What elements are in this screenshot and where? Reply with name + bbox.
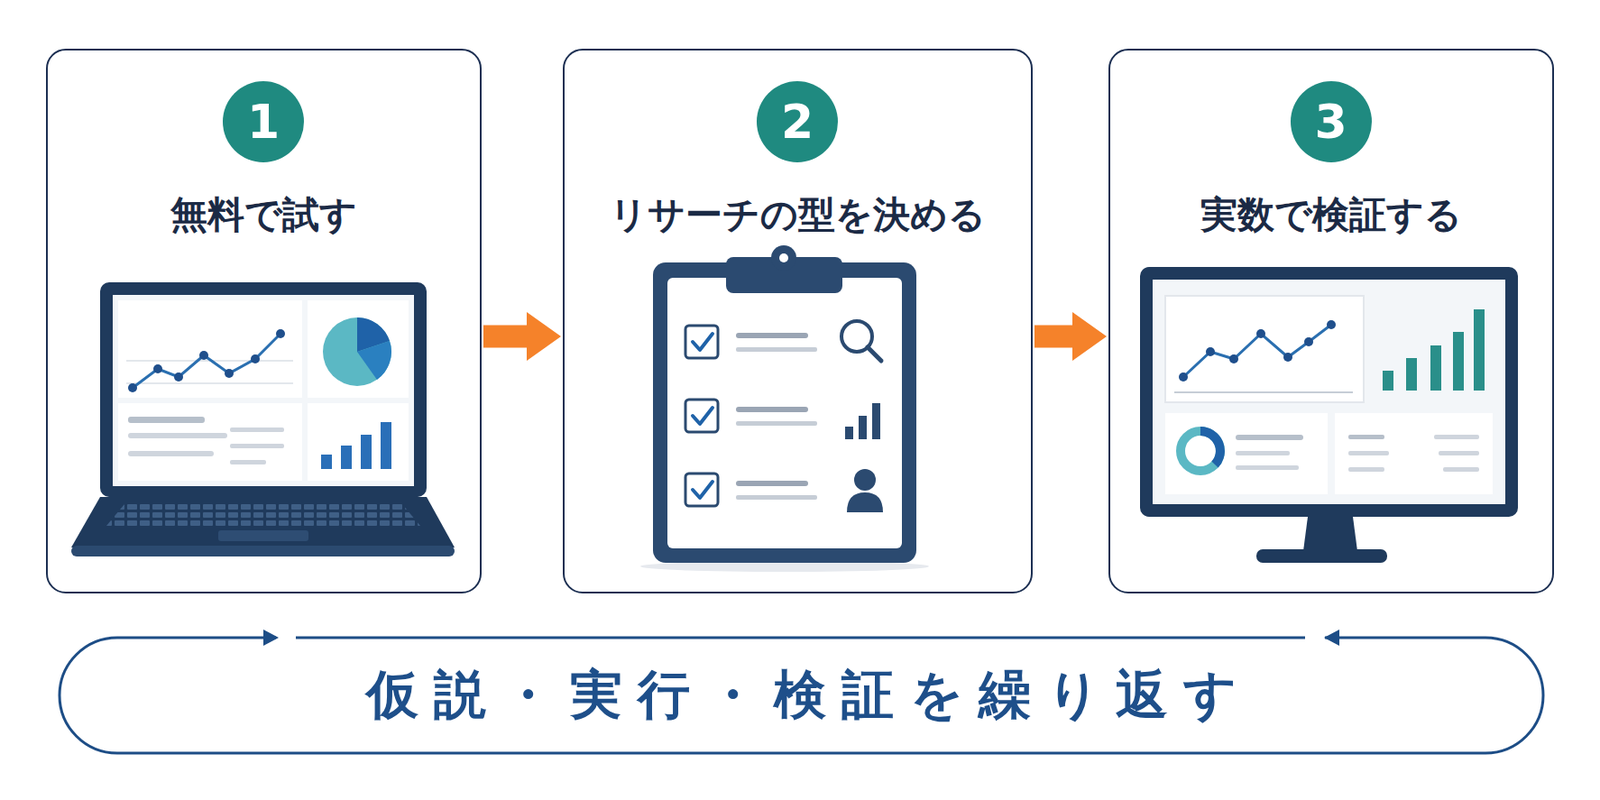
loop-band: 仮説・実行・検証を繰り返す — [59, 637, 1544, 754]
step-number-circle: 3 — [1290, 81, 1372, 163]
monitor-illustration — [1140, 266, 1518, 563]
step-number-circle: 1 — [222, 81, 304, 163]
step-title: 実数で検証する — [1200, 193, 1463, 238]
step-title: リサーチの型を決める — [609, 193, 986, 238]
loop-arrowhead — [263, 629, 279, 646]
loop-outline — [59, 637, 1544, 754]
step-box: 実数で検証する 3 — [1108, 48, 1555, 594]
step-title: 無料で試す — [170, 193, 358, 238]
step-number: 2 — [781, 98, 814, 146]
flow-arrow — [1034, 312, 1107, 361]
step-number: 1 — [247, 98, 280, 146]
step-number-circle: 2 — [756, 81, 838, 163]
step-box: リサーチの型を決める 2 — [562, 48, 1033, 594]
flow-arrow — [483, 312, 561, 361]
step-box: 無料で試す 1 — [45, 48, 482, 594]
laptop-illustration — [71, 282, 455, 557]
loop-arrowhead — [1324, 629, 1340, 646]
step-number: 3 — [1314, 98, 1347, 146]
clipboard-illustration — [640, 245, 929, 572]
cycle-label: 仮説・実行・検証を繰り返す — [349, 663, 1253, 727]
